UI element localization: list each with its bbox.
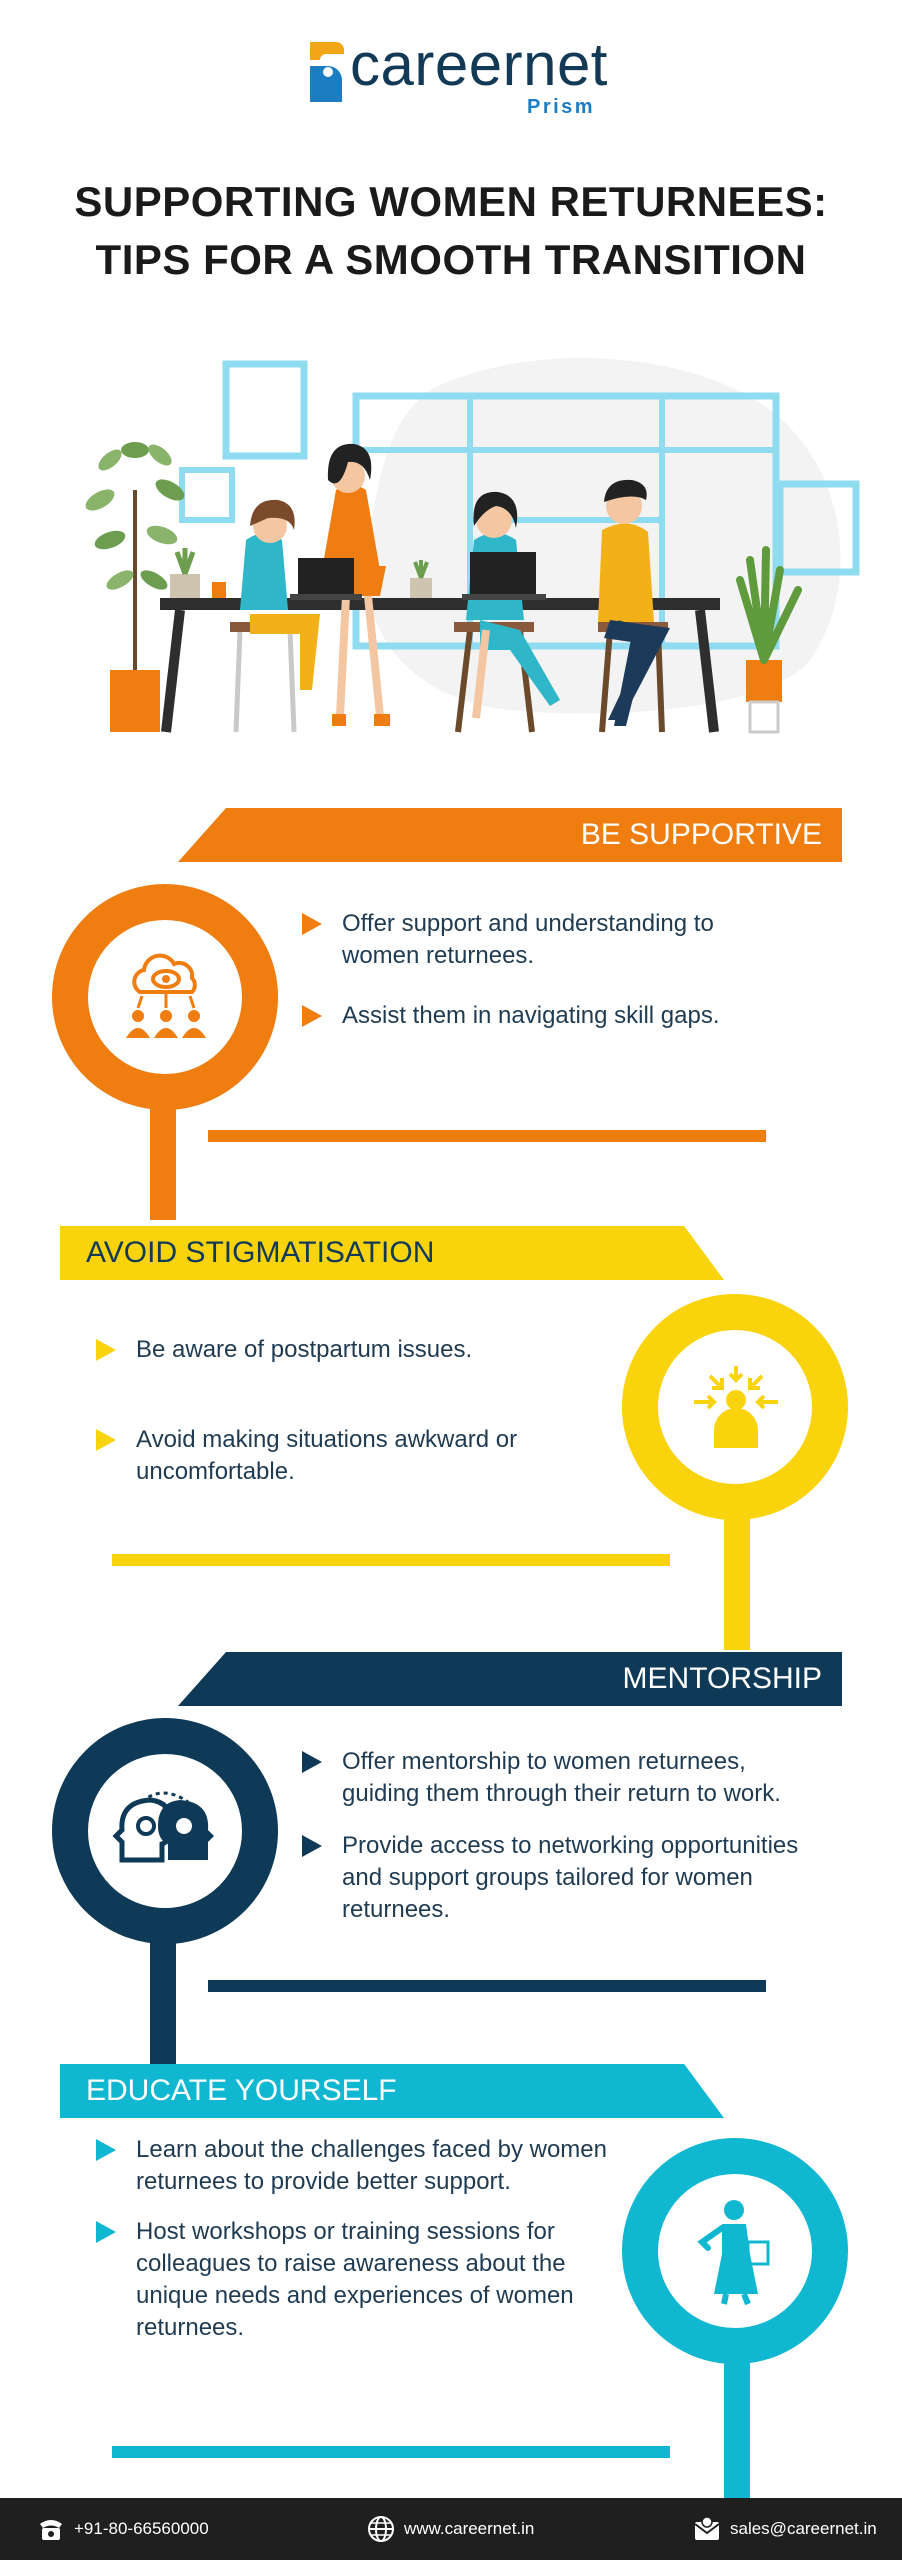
bullet-line: uncomfortable. [136,1458,295,1485]
footer-website-text: www.careernet.in [404,2519,535,2538]
bullet-arrow-icon [96,2139,116,2161]
careernet-logo-mark [306,38,348,104]
footer-email-text: sales@careernet.in [730,2519,877,2538]
section-be-supportive: BE SUPPORTIVE Offer support and understa… [0,800,902,1220]
bullet-arrow-icon [302,1835,322,1857]
section-card [60,2120,702,2422]
bullet-arrow-icon [96,2221,116,2243]
bullet-arrow-icon [96,1339,116,1361]
bullet-line: colleagues to raise awareness about the [136,2250,566,2277]
section-banner: EDUCATE YOURSELF [60,2064,724,2118]
section-divider-bar [112,1554,670,1566]
bullet-line: Host workshops or training sessions for [136,2218,555,2245]
bullet-line: unique needs and experiences of women [136,2282,574,2309]
section-banner: BE SUPPORTIVE [178,808,842,862]
bullet-item: Provide access to networking opportuniti… [302,1830,798,1926]
timeline-stem [724,2354,750,2498]
eye-cloud-people-icon [118,948,214,1044]
section-divider-bar [208,1130,766,1142]
section-heading: MENTORSHIP [622,1662,822,1695]
bullet-item: Learn about the challenges faced by wome… [96,2134,607,2198]
bullet-item: Offer mentorship to women returnees, gui… [302,1746,781,1810]
section-divider-bar [208,1980,766,1992]
page-title-line1: SUPPORTING WOMEN RETURNEES: [74,178,828,225]
section-mentorship: MENTORSHIP Offer mentorship to women ret… [0,1650,902,2074]
footer-website[interactable]: www.careernet.in [366,2498,534,2560]
bullet-arrow-icon [302,1751,322,1773]
bullet-line: Avoid making situations awkward or [136,1426,518,1453]
bullet-arrow-icon [96,1429,116,1451]
bullet-line: women returnees. [342,942,535,969]
bullet-line: Learn about the challenges faced by wome… [136,2136,607,2163]
bullet-line: and support groups tailored for women [342,1864,753,1891]
bullet-line: Be aware of postpartum issues. [136,1336,473,1363]
section-educate-yourself: EDUCATE YOURSELF Learn about the challen… [0,2064,902,2498]
footer: +91-80-66560000 www.careernet.in sales@c… [0,2498,902,2560]
phone-icon [40,2520,62,2540]
section-card [60,1300,702,1520]
bullet-item: Avoid making situations awkward or uncom… [96,1424,517,1488]
section-heading: EDUCATE YOURSELF [86,2074,397,2107]
bullet-item: Offer support and understanding to women… [302,908,714,972]
page-title-line2: TIPS FOR A SMOOTH TRANSITION [95,236,807,283]
brand-sub: Prism [527,96,596,118]
footer-phone-text: +91-80-66560000 [74,2519,209,2538]
section-divider-bar [112,2446,670,2458]
bullet-line: Assist them in navigating skill gaps. [342,1002,720,1029]
woman-presenting-icon [692,2196,782,2306]
bullet-line: Offer mentorship to women returnees, [342,1748,746,1775]
brand-name: careernet [350,31,608,98]
office-illustration [50,330,880,740]
person-arrows-icon [688,1360,784,1456]
bullet-line: returnees. [136,2314,245,2341]
bullet-line: guiding them through their return to wor… [342,1780,781,1807]
bullet-line: Offer support and understanding to [342,910,714,937]
mail-icon [694,2516,720,2540]
bullet-item: Assist them in navigating skill gaps. [302,1000,720,1032]
globe-icon [368,2516,394,2542]
section-heading: AVOID STIGMATISATION [86,1236,435,1269]
heads-gears-icon [112,1780,218,1880]
bullet-arrow-icon [302,913,322,935]
bullet-line: Provide access to networking opportuniti… [342,1832,799,1859]
section-heading: BE SUPPORTIVE [580,818,822,851]
footer-phone[interactable]: +91-80-66560000 [36,2498,209,2560]
section-avoid-stigmatisation: AVOID STIGMATISATION Be aware of postpar… [0,1220,902,1650]
bullet-item: Host workshops or training sessions for … [96,2216,574,2344]
bullet-arrow-icon [302,1005,322,1027]
section-banner: AVOID STIGMATISATION [60,1226,724,1280]
section-banner: MENTORSHIP [178,1652,842,1706]
footer-email[interactable]: sales@careernet.in [692,2498,877,2560]
bullet-item: Be aware of postpartum issues. [96,1334,472,1366]
bullet-line: returnees to provide better support. [136,2168,511,2195]
bullet-line: returnees. [342,1896,451,1923]
